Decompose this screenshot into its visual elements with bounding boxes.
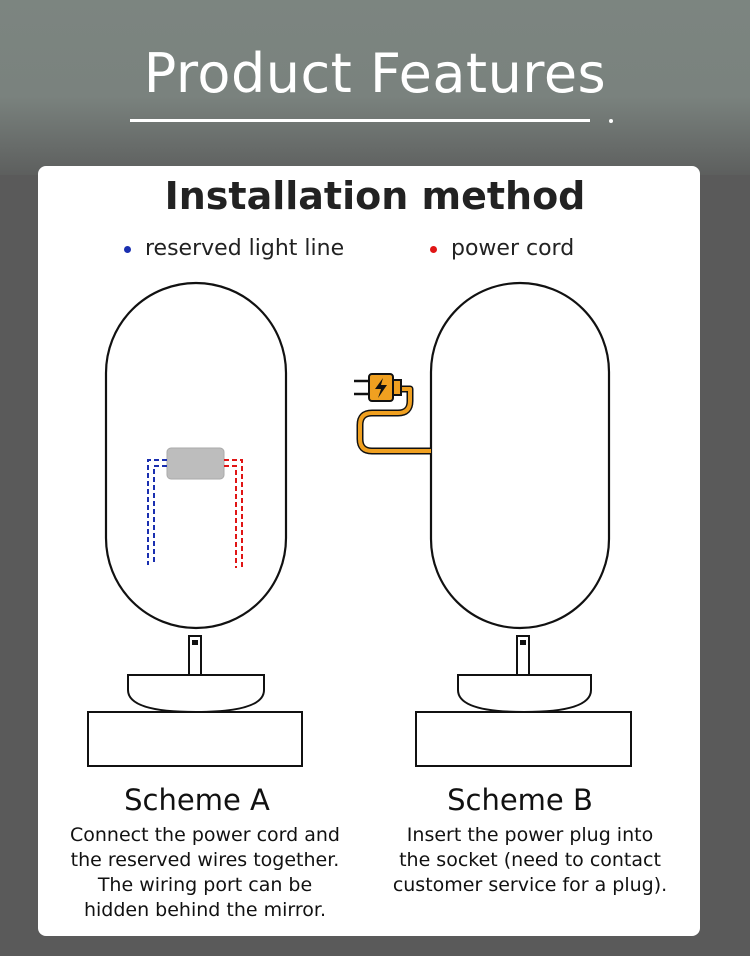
scheme-b-title: Scheme B	[447, 783, 593, 817]
red-dot-icon	[430, 245, 437, 253]
basin-a	[127, 674, 265, 714]
vanity-cabinet-a	[87, 711, 303, 767]
basin-b	[457, 674, 592, 714]
legend-item-power-cord: power cord	[430, 236, 574, 261]
scheme-a-title: Scheme A	[124, 783, 270, 817]
lightning-icon	[375, 378, 387, 398]
scheme-a-description: Connect the power cord and the reserved …	[70, 824, 340, 921]
title-underline-dot	[609, 119, 613, 123]
header-banner	[0, 0, 750, 175]
blue-dot-icon	[124, 245, 131, 253]
card-title: Installation method	[164, 174, 586, 218]
mirror-b	[429, 281, 611, 630]
legend-label: reserved light line	[145, 236, 345, 261]
junction-box	[166, 447, 225, 480]
reserved-light-line-wires	[147, 459, 167, 565]
page-title: Product Features	[143, 42, 607, 105]
power-cord-wires	[224, 459, 243, 568]
title-underline	[130, 119, 590, 122]
scheme-b-description: Insert the power plug into the socket (n…	[392, 824, 668, 896]
power-plug-icon	[354, 373, 402, 402]
legend-item-reserved-light-line: reserved light line	[124, 236, 344, 261]
vanity-cabinet-b	[415, 711, 632, 767]
legend-label: power cord	[451, 236, 575, 261]
